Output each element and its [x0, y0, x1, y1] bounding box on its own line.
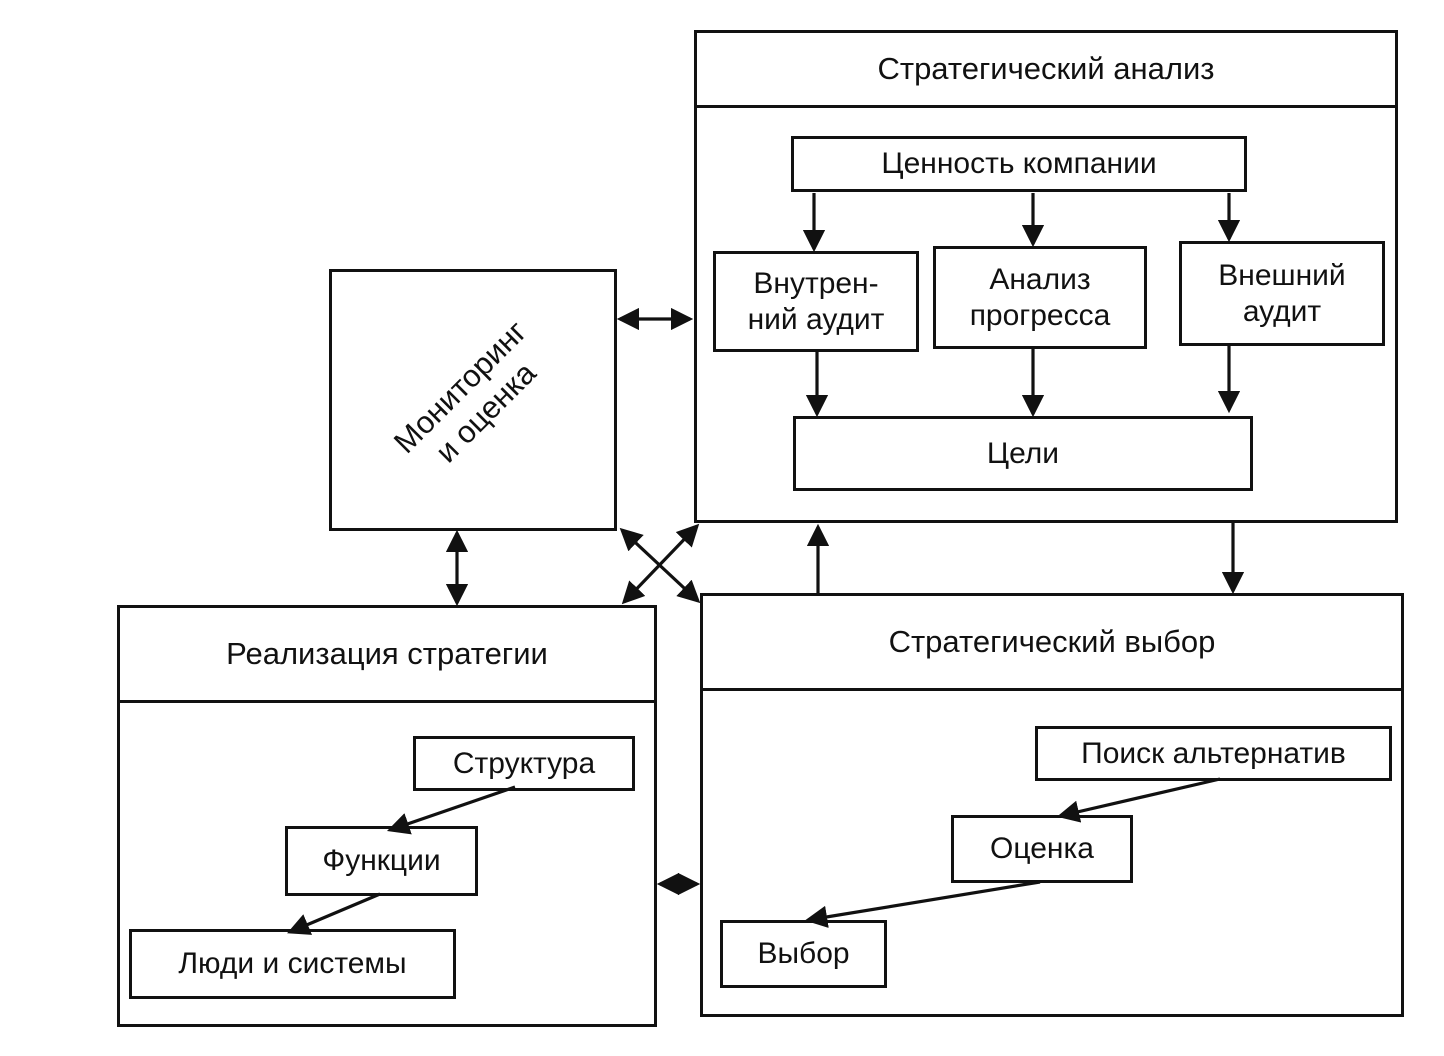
people-systems-node: Люди и системы — [129, 929, 456, 999]
progress-analysis-node: Анализ прогресса — [933, 246, 1147, 349]
arrow-functions-to-people — [287, 892, 381, 935]
evaluation-node: Оценка — [951, 815, 1133, 883]
goals-node: Цели — [793, 416, 1253, 491]
arrow-evaluation-to-selection — [804, 880, 1041, 928]
strategic-analysis-title: Стратегический анализ — [697, 33, 1395, 108]
external-audit-node: Внешний аудит — [1179, 241, 1385, 346]
functions-node: Функции — [285, 826, 478, 896]
alternatives-search-node: Поиск альтернатив — [1035, 726, 1392, 781]
company-value-node: Ценность компании — [791, 136, 1247, 192]
arrow-search-to-evaluation — [1056, 777, 1221, 823]
strategy-implementation-title: Реализация стратегии — [120, 608, 654, 703]
arrow-analysis-implementation — [621, 523, 700, 605]
strategic-choice-title: Стратегический выбор — [703, 596, 1401, 691]
internal-audit-node: Внутрен- ний аудит — [713, 251, 919, 352]
structure-node: Структура — [413, 736, 635, 791]
arrow-structure-to-functions — [386, 785, 516, 835]
selection-node: Выбор — [720, 920, 887, 988]
monitoring-box: Мониторинг и оценка — [329, 269, 617, 531]
